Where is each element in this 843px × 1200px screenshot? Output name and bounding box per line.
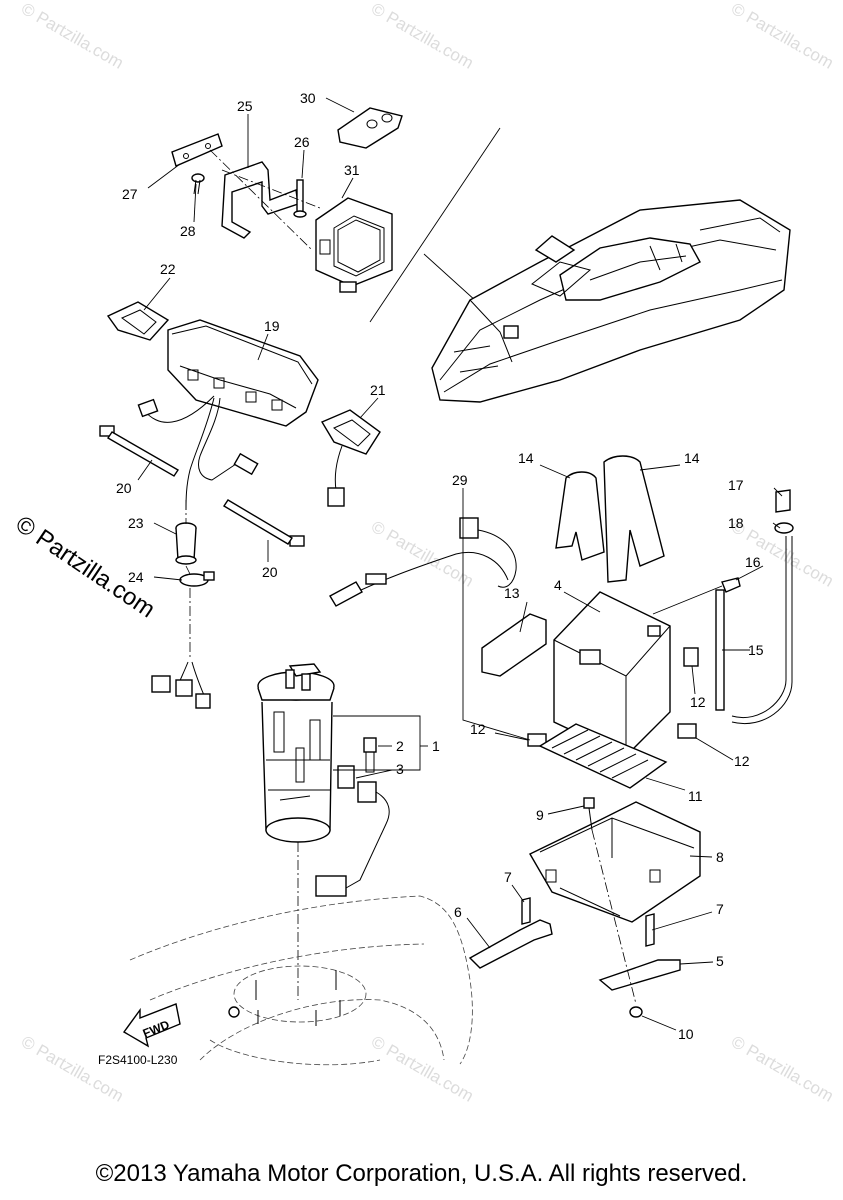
battery bbox=[553, 591, 671, 757]
callout-5: 5 bbox=[716, 953, 724, 969]
callout-11: 11 bbox=[688, 788, 703, 804]
callout-19: 19 bbox=[264, 318, 280, 334]
callout-10: 10 bbox=[678, 1026, 694, 1042]
callout-6: 6 bbox=[454, 904, 462, 920]
callout-23: 23 bbox=[128, 515, 144, 531]
rivet bbox=[191, 173, 205, 195]
callout-25: 25 bbox=[237, 98, 253, 114]
fuel-sender-parts bbox=[315, 737, 390, 897]
switch-right bbox=[320, 409, 381, 507]
harness-lead bbox=[329, 573, 387, 607]
pin bbox=[293, 179, 307, 218]
clamp-bracket bbox=[598, 959, 681, 991]
watercraft-overview bbox=[431, 199, 791, 403]
callout-21: 21 bbox=[370, 382, 386, 398]
pad-small bbox=[683, 647, 699, 667]
cable-tie-left bbox=[99, 425, 179, 477]
cable-tie-right bbox=[223, 499, 305, 547]
nut bbox=[629, 1006, 643, 1018]
callout-2: 2 bbox=[396, 738, 404, 754]
clamp bbox=[179, 571, 215, 587]
receiver-unit bbox=[315, 197, 393, 293]
callout-30: 30 bbox=[300, 90, 316, 106]
callout-labels: 30 25 26 31 27 28 22 19 21 20 23 20 24 2… bbox=[116, 90, 764, 1042]
stud-right bbox=[645, 913, 655, 947]
stud-left bbox=[521, 897, 531, 925]
callout-20-left: 20 bbox=[116, 480, 132, 496]
meter-assembly bbox=[167, 319, 319, 427]
battery-strap-right bbox=[603, 455, 665, 583]
callout-18: 18 bbox=[728, 515, 744, 531]
remote-transmitter bbox=[337, 107, 403, 149]
battery-pad-side bbox=[481, 613, 547, 677]
watermark-text: © Partzilla.com bbox=[368, 0, 477, 73]
callout-31: 31 bbox=[344, 162, 360, 178]
hull-outline bbox=[129, 895, 473, 1066]
callout-3: 3 bbox=[396, 761, 404, 777]
callout-29: 29 bbox=[452, 472, 468, 488]
battery-mat bbox=[538, 723, 668, 789]
hose-clip bbox=[721, 577, 741, 593]
leader-lines bbox=[137, 97, 783, 1031]
callout-9: 9 bbox=[536, 807, 544, 823]
callout-13: 13 bbox=[504, 585, 520, 601]
callout-7-left: 7 bbox=[504, 869, 512, 885]
bracket bbox=[468, 919, 553, 969]
watermark-text: © Partzilla.com bbox=[368, 1032, 477, 1106]
detail-pointer bbox=[369, 127, 501, 323]
switch-left bbox=[106, 301, 170, 341]
vent-fitting bbox=[774, 489, 794, 534]
fuel-pump-group bbox=[257, 663, 390, 1000]
watermark-text: © Partzilla.com bbox=[728, 1032, 837, 1106]
battery-strap-left bbox=[555, 471, 605, 561]
callout-16: 16 bbox=[745, 554, 761, 570]
callout-14-right: 14 bbox=[684, 450, 700, 466]
meter-group bbox=[99, 301, 381, 709]
pad-small bbox=[677, 723, 697, 739]
callout-26: 26 bbox=[294, 134, 310, 150]
watermark-text: © Partzilla.com bbox=[18, 1032, 127, 1106]
remote-receiver-group bbox=[171, 107, 403, 293]
callout-12-right-upper: 12 bbox=[690, 694, 706, 710]
callout-8: 8 bbox=[716, 849, 724, 865]
callout-12-right-lower: 12 bbox=[734, 753, 750, 769]
reference-code: F2S4100-L230 bbox=[98, 1053, 178, 1067]
callout-4: 4 bbox=[554, 577, 562, 593]
bolt bbox=[583, 797, 595, 831]
callout-20-right: 20 bbox=[262, 564, 278, 580]
callout-28: 28 bbox=[180, 223, 196, 239]
fwd-arrow: FWD bbox=[122, 1003, 181, 1048]
wire-harness-connectors bbox=[151, 661, 211, 709]
callout-22: 22 bbox=[160, 261, 176, 277]
battery-box bbox=[529, 801, 701, 923]
callout-7-right: 7 bbox=[716, 901, 724, 917]
callout-17: 17 bbox=[728, 477, 744, 493]
callout-14-left: 14 bbox=[518, 450, 534, 466]
watermarks: © Partzilla.com © Partzilla.com © Partzi… bbox=[11, 0, 837, 1106]
sensor-29 bbox=[459, 517, 517, 588]
copyright-notice: ©2013 Yamaha Motor Corporation, U.S.A. A… bbox=[95, 1160, 748, 1187]
receiver-bracket bbox=[221, 161, 299, 239]
callout-24: 24 bbox=[128, 569, 144, 585]
watermark-text: © Partzilla.com bbox=[728, 0, 837, 73]
watermark-text: © Partzilla.com bbox=[18, 0, 127, 73]
mounting-plate bbox=[171, 133, 223, 167]
callout-15: 15 bbox=[748, 642, 764, 658]
callout-12-left: 12 bbox=[470, 721, 486, 737]
fuel-pump-assembly bbox=[257, 663, 335, 843]
callout-1: 1 bbox=[432, 738, 440, 754]
callout-27: 27 bbox=[122, 186, 138, 202]
grommet bbox=[175, 522, 197, 565]
battery-group bbox=[329, 455, 794, 1018]
